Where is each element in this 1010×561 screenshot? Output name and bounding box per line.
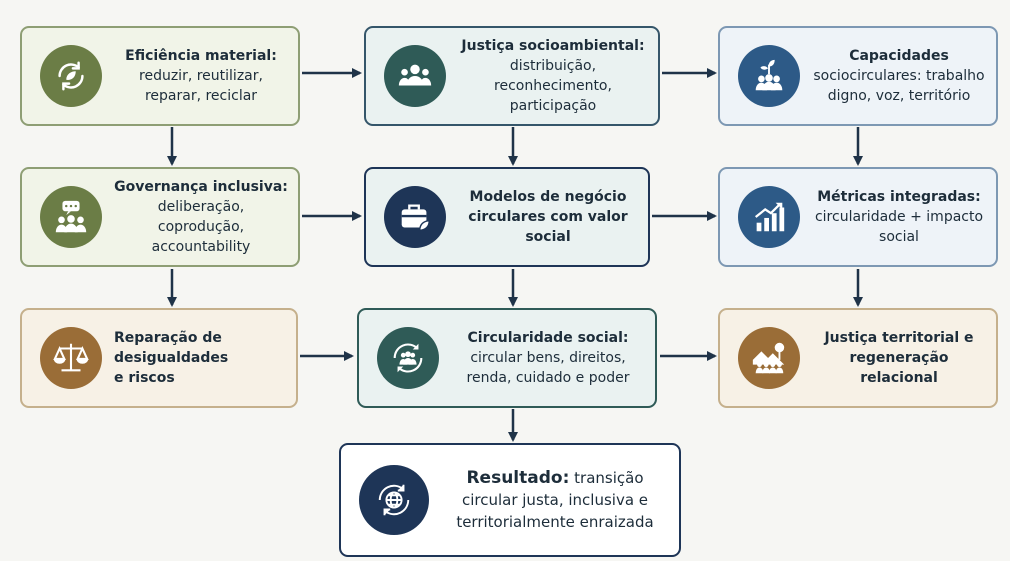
- people-group-icon: [384, 45, 446, 107]
- governanca-title: Governança inclusiva:: [114, 179, 288, 195]
- box-resultado: Resultado: transição circular justa, inc…: [339, 443, 681, 557]
- globe-cycle-icon: [359, 465, 429, 535]
- capacidades-body: sociocirculares: trabalho digno, voz, te…: [813, 68, 985, 104]
- reparacao-body: e riscos: [114, 370, 175, 386]
- metricas-text: Métricas integradas: circularidade + imp…: [812, 187, 986, 247]
- circularidade-text: Circularidade social: circular bens, dir…: [451, 328, 645, 388]
- reparacao-title: Reparação de desigualdades: [114, 330, 229, 366]
- box-reparacao-desigualdades: Reparação de desigualdades e riscos: [20, 308, 298, 408]
- growth-chart-icon: [738, 186, 800, 248]
- box-modelos-negocio: Modelos de negócio circulares com valor …: [364, 167, 650, 267]
- resultado-body: transição circular justa, inclusiva e te…: [456, 469, 654, 531]
- box-eficiencia-material: Eficiência material: reduzir, reutilizar…: [20, 26, 300, 126]
- metricas-title: Métricas integradas:: [817, 189, 981, 205]
- eficiencia-body: reduzir, reutilizar, reparar, reciclar: [139, 68, 263, 104]
- briefcase-leaf-icon: [384, 186, 446, 248]
- justica-title: Justiça socioambiental:: [461, 38, 645, 54]
- territorial-text: Justiça territorial e regeneração relaci…: [812, 328, 986, 388]
- governanca-body: deliberação, coprodução, accountability: [151, 199, 251, 255]
- box-justica-territorial: Justiça territorial e regeneração relaci…: [718, 308, 998, 408]
- recycle-leaves-icon: [40, 45, 102, 107]
- territorial-body: Justiça territorial e regeneração relaci…: [824, 330, 974, 386]
- eficiencia-title: Eficiência material:: [125, 48, 277, 64]
- scales-icon: [40, 327, 102, 389]
- metricas-body: circularidade + impacto social: [814, 209, 984, 245]
- plant-people-icon: [738, 45, 800, 107]
- speech-people-icon: [40, 186, 102, 248]
- reparacao-text: Reparação de desigualdades e riscos: [114, 328, 286, 388]
- circularidade-body: circular bens, direitos, renda, cuidado …: [466, 350, 630, 386]
- governanca-text: Governança inclusiva: deliberação, copro…: [114, 177, 288, 257]
- modelos-text: Modelos de negócio circulares com valor …: [458, 187, 638, 247]
- landscape-community-icon: [738, 327, 800, 389]
- resultado-text: Resultado: transição circular justa, inc…: [441, 467, 669, 533]
- box-justica-socioambiental: Justiça socioambiental: distribuição, re…: [364, 26, 660, 126]
- box-circularidade-social: Circularidade social: circular bens, dir…: [357, 308, 657, 408]
- capacidades-text: Capacidades sociocirculares: trabalho di…: [812, 46, 986, 106]
- circularidade-title: Circularidade social:: [467, 330, 629, 346]
- justica-body: distribuição, reconhecimento, participaç…: [494, 58, 612, 114]
- box-capacidades: Capacidades sociocirculares: trabalho di…: [718, 26, 998, 126]
- modelos-title: Modelos de negócio circulares com valor …: [468, 189, 628, 245]
- resultado-title: Resultado:: [466, 468, 570, 488]
- eficiencia-text: Eficiência material: reduzir, reutilizar…: [114, 46, 288, 106]
- justica-text: Justiça socioambiental: distribuição, re…: [458, 36, 648, 116]
- box-metricas-integradas: Métricas integradas: circularidade + imp…: [718, 167, 998, 267]
- capacidades-title: Capacidades: [849, 48, 949, 64]
- box-governanca-inclusiva: Governança inclusiva: deliberação, copro…: [20, 167, 300, 267]
- circular-people-icon: [377, 327, 439, 389]
